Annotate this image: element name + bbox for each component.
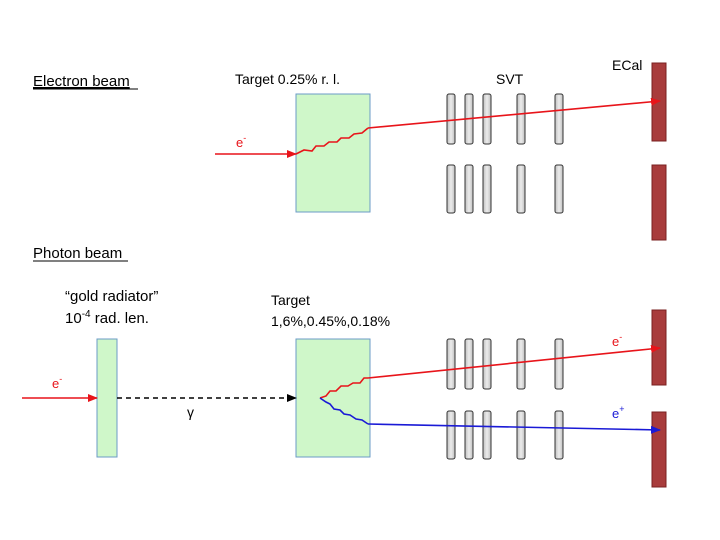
- svt-layer: [464, 164, 474, 214]
- photon-target-label-line2: 1,6%,0.45%,0.18%: [271, 313, 390, 329]
- svt-layer: [554, 93, 564, 145]
- svt-layer: [554, 338, 564, 390]
- svt-label: SVT: [496, 71, 524, 87]
- svt-layer: [464, 338, 474, 390]
- svt-layer: [446, 164, 456, 214]
- pair-electron-track: [367, 344, 661, 379]
- radiator-label-line2: 10-4 rad. len.: [65, 309, 149, 327]
- electron-beam-section: Electron beam Target 0.25% r. l. SVT ECa…: [33, 57, 667, 241]
- svt-layer: [464, 410, 474, 460]
- svt-layer: [554, 164, 564, 214]
- electron-beam-particle-label: e-: [236, 133, 246, 150]
- gold-radiator-box: [96, 338, 118, 458]
- svt-layer: [446, 93, 456, 145]
- ecal-lower-block-photon: [651, 411, 667, 488]
- pair-electron-label: e-: [612, 332, 622, 349]
- electron-target-label: Target 0.25% r. l.: [235, 71, 340, 87]
- radiator-label-line1: “gold radiator”: [65, 288, 158, 305]
- svt-layer: [482, 410, 492, 460]
- incoming-electron-label: e-: [52, 374, 62, 391]
- outgoing-electron-track: [367, 97, 661, 129]
- svt-layer: [446, 338, 456, 390]
- pair-positron-track: [367, 423, 661, 434]
- ecal-label: ECal: [612, 57, 642, 73]
- pair-positron-scatter: [319, 397, 369, 425]
- ecal-lower-block: [651, 164, 667, 241]
- photon-target-box: [295, 338, 371, 458]
- photon-label: γ: [187, 404, 194, 420]
- svt-lower-layers: [446, 164, 564, 214]
- svt-layer: [482, 338, 492, 390]
- electron-beam-heading: Electron beam: [33, 73, 130, 90]
- photon-beam-heading: Photon beam: [33, 245, 122, 262]
- svt-layer: [516, 164, 526, 214]
- svt-layer: [516, 410, 526, 460]
- svt-layer: [482, 93, 492, 145]
- pair-electron-scatter: [319, 377, 368, 399]
- electron-target-box: [295, 93, 371, 213]
- electron-scatter-track: [295, 127, 369, 155]
- photon-target-label-line1: Target: [271, 292, 310, 308]
- svt-upper-layers: [446, 93, 564, 145]
- photon-beam-section: Photon beam “gold radiator” 10-4 rad. le…: [22, 245, 667, 488]
- svt-layer: [516, 93, 526, 145]
- svt-upper-layers-photon: [446, 338, 564, 390]
- svt-layer: [482, 164, 492, 214]
- svt-layer: [446, 410, 456, 460]
- svt-layer: [516, 338, 526, 390]
- svt-lower-layers-photon: [446, 410, 564, 460]
- pair-positron-label: e+: [612, 404, 625, 421]
- svt-layer: [554, 410, 564, 460]
